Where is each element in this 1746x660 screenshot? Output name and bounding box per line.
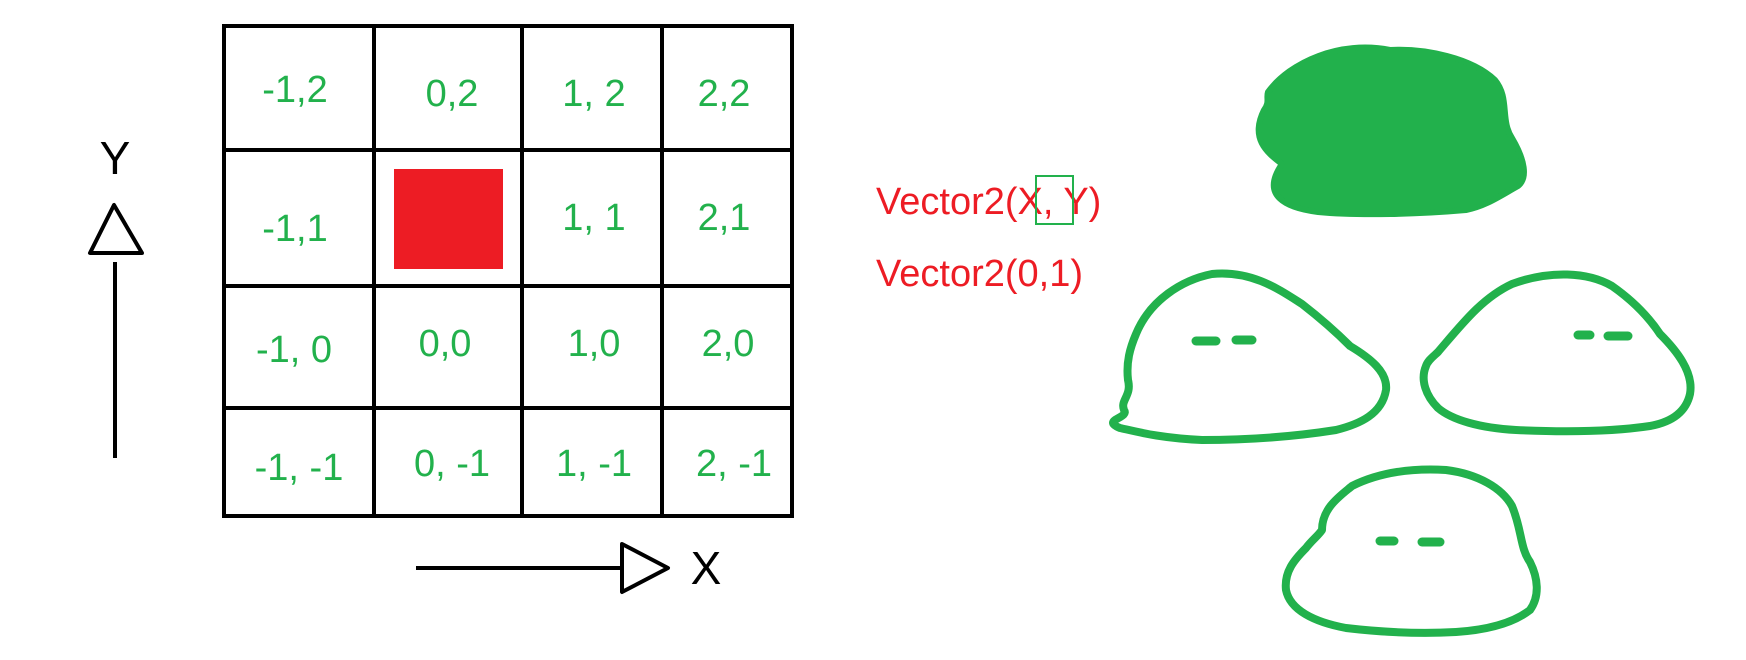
cell-label: 2,0 xyxy=(702,323,755,365)
cell-label: 2,1 xyxy=(698,197,751,239)
cell-label: 2,2 xyxy=(698,73,751,115)
y-axis: Y xyxy=(88,132,144,458)
cell-label: 1, 2 xyxy=(562,73,625,115)
cell-label: 1,0 xyxy=(568,323,621,365)
cell-label: -1,1 xyxy=(262,208,327,250)
highlighted-cell-square xyxy=(394,169,503,269)
cell-label: 0,2 xyxy=(426,73,479,115)
cell-label: -1, -1 xyxy=(255,447,344,489)
cell-label: 2, -1 xyxy=(696,443,772,485)
cell-label: 0, -1 xyxy=(414,443,490,485)
vector-notation: Vector2(X, Y) Vector2(0,1) xyxy=(876,175,1101,295)
vector-prefix: Vector2( xyxy=(876,181,1018,223)
blob-formation xyxy=(1109,44,1695,637)
coordinate-grid: -1,2 0,2 1, 2 2,2 -1,1 1, 1 2,1 -1, 0 0,… xyxy=(222,24,794,518)
vector-generic-text: Vector2(X, Y) xyxy=(876,181,1101,223)
cell-label: 1, -1 xyxy=(556,443,632,485)
cell-label: -1, 0 xyxy=(256,329,332,371)
x-axis-label: X xyxy=(691,542,722,594)
vector-example-text: Vector2(0,1) xyxy=(876,253,1083,295)
bottom-blob-body xyxy=(1281,465,1541,637)
cell-label: 1, 1 xyxy=(562,197,625,239)
cell-label: 0,0 xyxy=(419,323,472,365)
right-blob-body xyxy=(1419,270,1695,436)
x-component-highlight-box xyxy=(1035,175,1074,225)
active-blob xyxy=(1255,44,1527,218)
y-axis-label: Y xyxy=(100,132,131,184)
y-axis-arrowhead xyxy=(88,203,144,255)
x-axis-arrowhead xyxy=(620,542,670,594)
vector-x-component: X xyxy=(1018,181,1043,223)
left-blob-body xyxy=(1109,269,1391,444)
x-axis: X xyxy=(416,542,721,594)
cell-label: -1,2 xyxy=(262,69,327,111)
grid-frame xyxy=(222,24,794,518)
